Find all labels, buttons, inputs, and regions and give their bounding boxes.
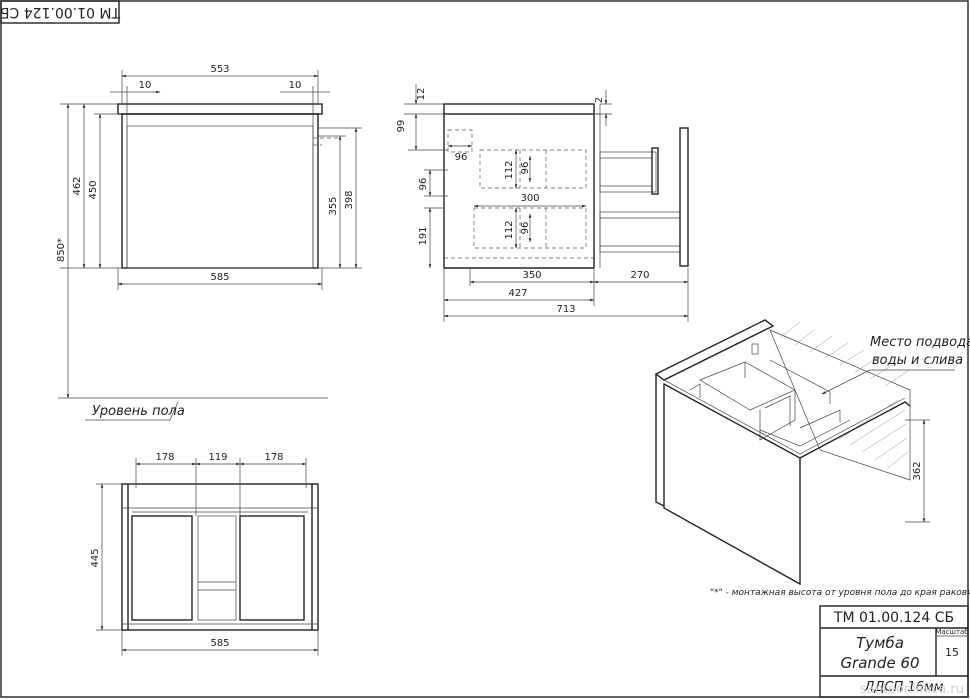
scale-header: Масштаб (935, 628, 968, 636)
iso-top-edge (654, 319, 775, 381)
dim-713: 713 (556, 304, 575, 315)
dim-850: 850* (56, 238, 67, 262)
dim-2: 2 (594, 97, 605, 103)
dim-427: 427 (508, 288, 527, 299)
dim-350: 350 (522, 270, 541, 281)
dim-355: 355 (328, 196, 339, 215)
dim-10-left: 10 (139, 80, 152, 91)
iso-view: Место подвода воды и слива 362 (654, 319, 970, 586)
front-body (121, 113, 319, 269)
dim-10-right: 10 (289, 80, 302, 91)
dim-112-b: 112 (504, 220, 515, 239)
iso-front-panel (663, 382, 801, 586)
scale-value: 15 (945, 646, 959, 659)
side-view: 12 99 2 96 112 96 96 300 191 112 96 (396, 84, 689, 322)
top-view: 178 119 178 445 585 (90, 452, 319, 656)
dim-119: 119 (208, 452, 227, 463)
front-door (126, 125, 314, 269)
drawer-upper (599, 151, 657, 193)
dim-585-front: 585 (210, 272, 229, 283)
dim-191: 191 (418, 226, 429, 245)
footnote: "*" - монтажная высота от уровня пола до… (710, 588, 970, 598)
dim-398: 398 (344, 190, 355, 209)
dim-270: 270 (630, 270, 649, 281)
dim-585-top: 585 (210, 638, 229, 649)
dim-178-right: 178 (264, 452, 283, 463)
title-code: ТМ 01.00.124 СБ (833, 610, 954, 626)
top-stamp: ТМ 01.00.124 СБ (0, 0, 121, 24)
dim-178-left: 178 (155, 452, 174, 463)
title-name-line2: Grande 60 (840, 654, 919, 672)
dim-96-left: 96 (418, 178, 429, 191)
top-middle-compartment (197, 515, 237, 621)
callout-line1: Место подвода (870, 335, 970, 350)
dim-12: 12 (416, 88, 427, 101)
callout-line2: воды и слива (872, 353, 963, 368)
dim-553: 553 (210, 64, 229, 75)
side-top (443, 103, 595, 115)
floor-label: Уровень пола (92, 404, 185, 419)
title-material: ЛДСП 16мм (863, 680, 943, 695)
front-view: 553 10 10 462 450 850* 355 398 585 (56, 64, 362, 421)
top-left-compartment (131, 515, 193, 621)
dim-96-a: 96 (520, 162, 531, 175)
dim-96-b: 96 (520, 222, 531, 235)
dim-300: 300 (520, 193, 539, 204)
top-right-compartment (239, 515, 305, 621)
title-block: ТМ 01.00.124 СБ Тумба Grande 60 Масштаб … (819, 605, 969, 698)
dim-445: 445 (90, 548, 101, 567)
front-top-panel (117, 103, 323, 115)
title-name-line1: Тумба (856, 634, 904, 652)
dim-112-a: 112 (504, 160, 515, 179)
watermark: santeonlinica.ru (860, 682, 964, 697)
top-outer (121, 483, 319, 631)
dim-96-top: 96 (455, 152, 468, 163)
dim-99: 99 (396, 120, 407, 133)
dim-362: 362 (912, 461, 923, 480)
dim-450: 450 (88, 180, 99, 199)
dim-462: 462 (72, 176, 83, 195)
top-stamp-text: ТМ 01.00.124 СБ (0, 4, 121, 20)
